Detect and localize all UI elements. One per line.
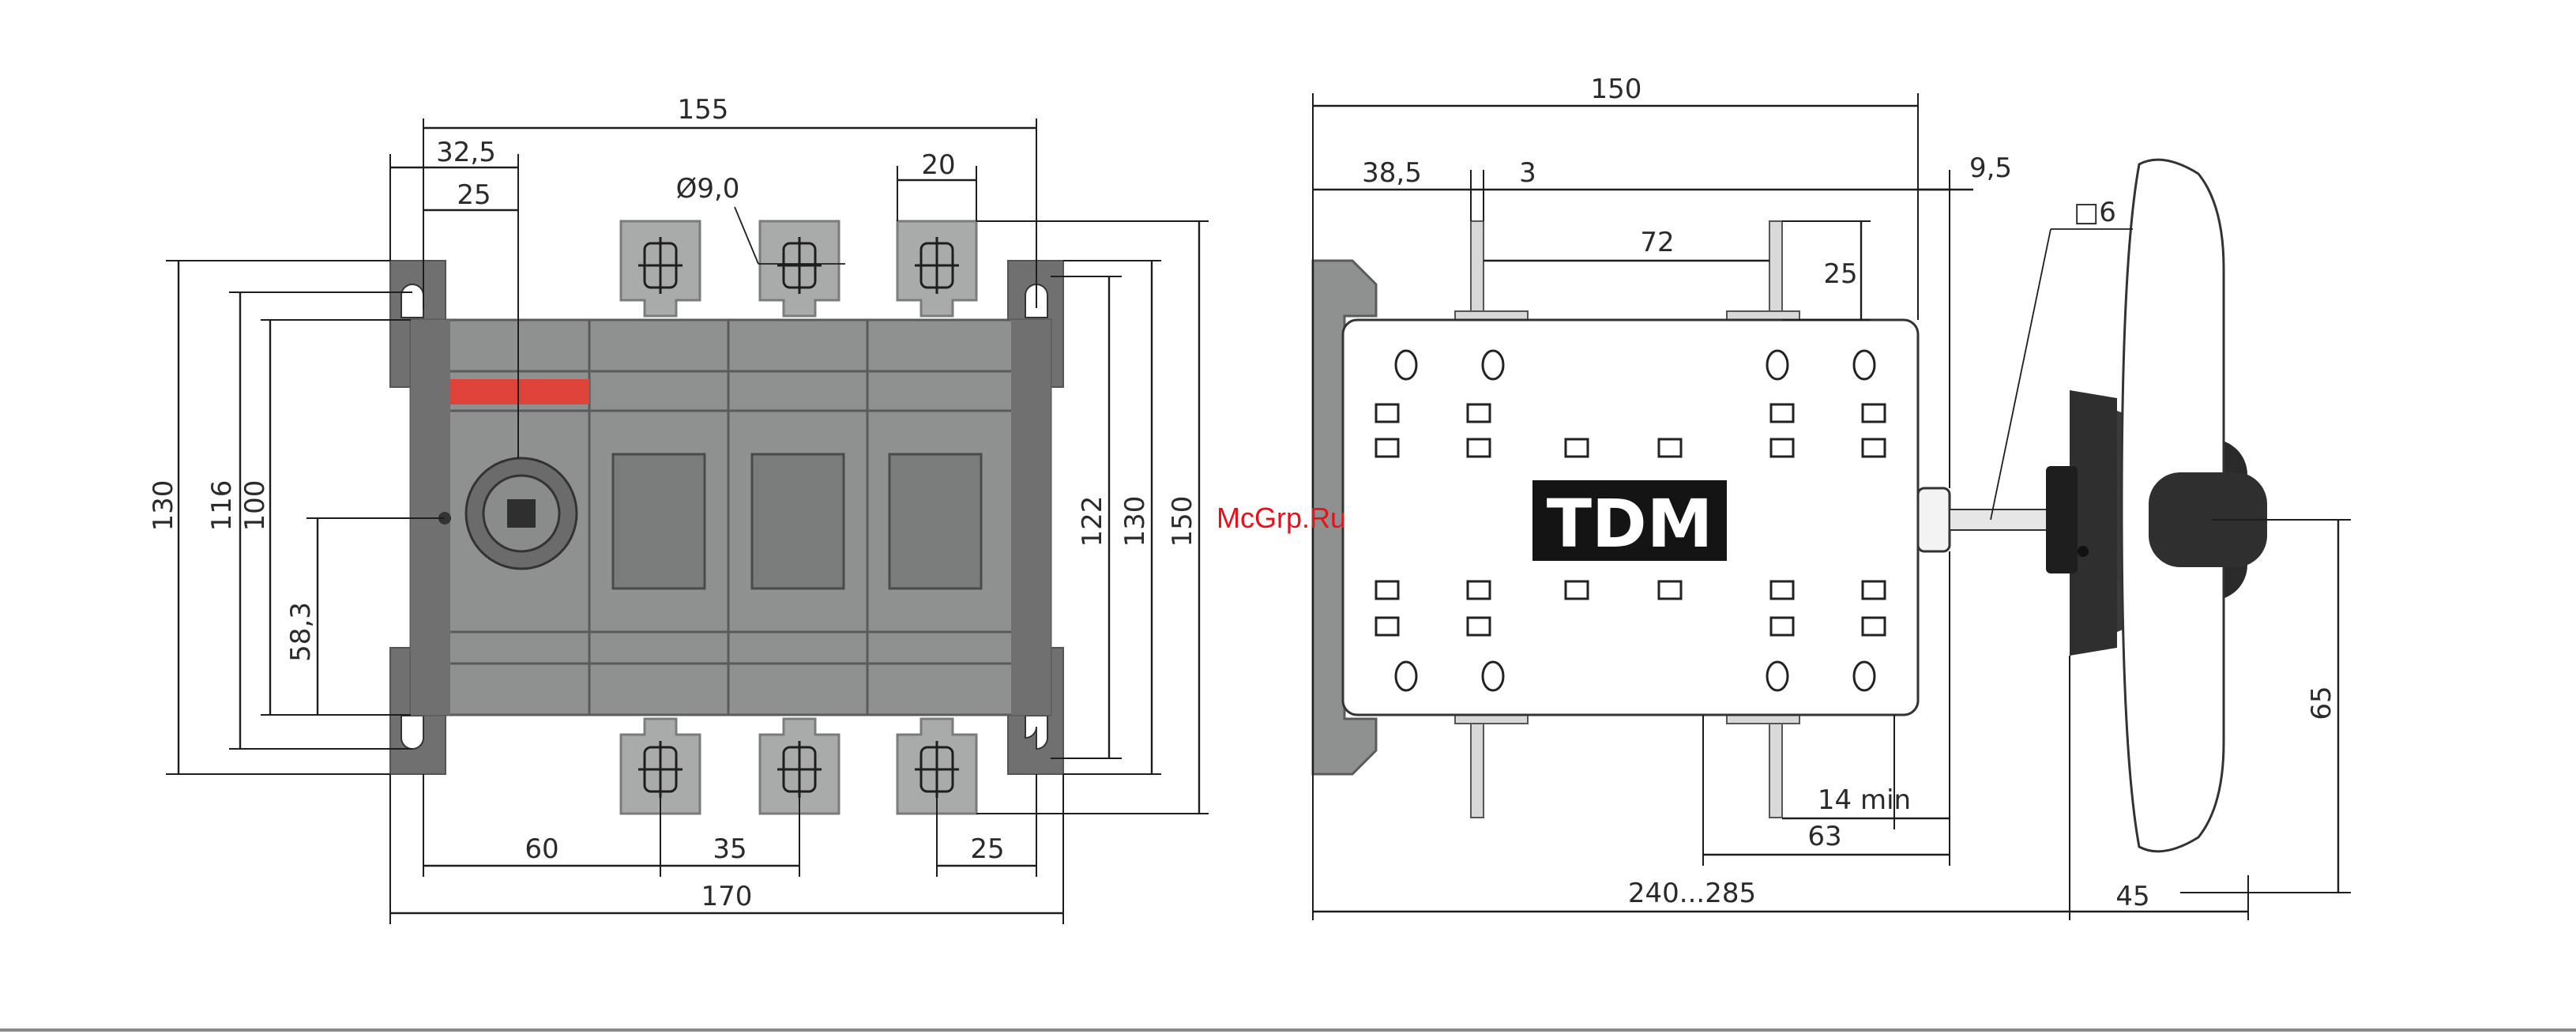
dim-hole-diameter: Ø9,0 bbox=[676, 173, 740, 205]
dim-130-right: 130 bbox=[1119, 496, 1151, 547]
watermark: McGrp.Ru bbox=[1217, 502, 1346, 534]
dim-9-5: 9,5 bbox=[1969, 152, 2012, 184]
dim-150-right: 150 bbox=[1167, 496, 1198, 547]
dim-122: 122 bbox=[1077, 496, 1108, 547]
dim-25-side: 25 bbox=[1823, 258, 1857, 290]
dim-100: 100 bbox=[239, 480, 271, 532]
shaft-collar bbox=[1918, 488, 1950, 551]
dim-155: 155 bbox=[678, 94, 729, 126]
dim-116: 116 bbox=[206, 480, 238, 532]
status-indicator-red bbox=[450, 379, 589, 404]
dim-170: 170 bbox=[701, 881, 753, 912]
dim-150-top: 150 bbox=[1591, 73, 1642, 105]
dim-25-bottom: 25 bbox=[970, 833, 1004, 865]
side-view: TDM bbox=[1313, 73, 2351, 920]
front-view: 155 32,5 25 20 Ø9,0 130 116 100 58,3 122… bbox=[148, 94, 1209, 924]
door-handle bbox=[2046, 160, 2267, 852]
dim-45: 45 bbox=[2115, 881, 2149, 912]
dim-20: 20 bbox=[921, 149, 955, 181]
handle-cap bbox=[2046, 466, 2078, 573]
dim-65: 65 bbox=[2306, 686, 2337, 720]
dim-38-5: 38,5 bbox=[1362, 157, 1422, 189]
dim-58-3: 58,3 bbox=[285, 602, 317, 662]
dim-63: 63 bbox=[1807, 821, 1841, 852]
dim-35: 35 bbox=[713, 833, 746, 865]
dim-32-5: 32,5 bbox=[436, 137, 496, 168]
dim-25-top: 25 bbox=[457, 179, 491, 211]
tdm-logo: TDM bbox=[1547, 485, 1713, 562]
dim-60: 60 bbox=[525, 833, 558, 865]
dim-14-min: 14 min bbox=[1818, 784, 1911, 816]
dim-240-285: 240...285 bbox=[1628, 878, 1756, 909]
shaft bbox=[1950, 509, 2048, 530]
dim-3: 3 bbox=[1519, 157, 1536, 189]
pole-windows bbox=[613, 454, 981, 588]
right-rail bbox=[1011, 320, 1051, 715]
dim-130-left: 130 bbox=[148, 480, 179, 532]
dim-72: 72 bbox=[1640, 227, 1674, 258]
bottom-rule bbox=[0, 1028, 2576, 1032]
dim-shaft-square: □6 bbox=[2074, 197, 2116, 228]
